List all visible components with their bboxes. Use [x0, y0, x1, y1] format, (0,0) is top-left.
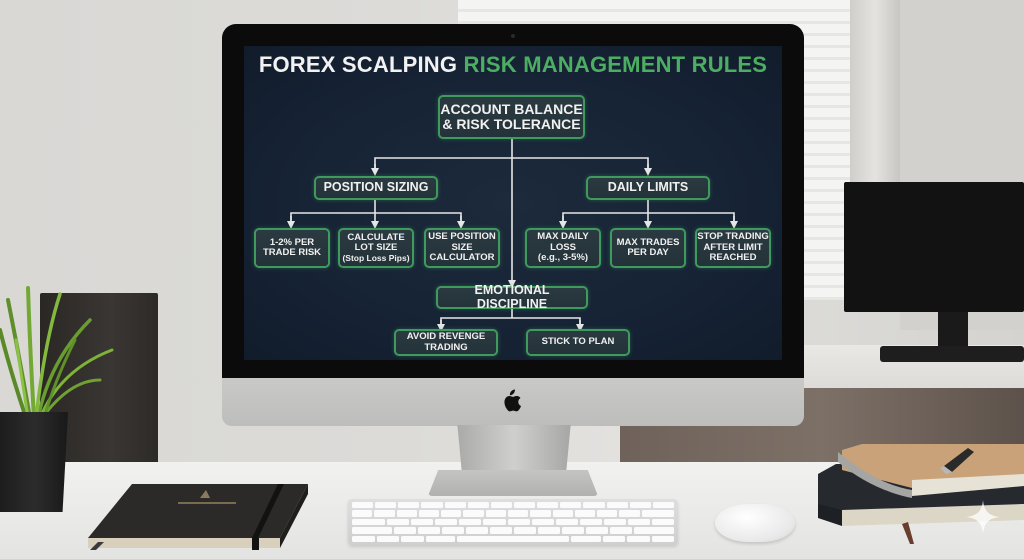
- node-label: AVOID REVENGE: [406, 331, 486, 343]
- node-label: MAX DAILY: [537, 231, 589, 243]
- node-position-sizing: POSITION SIZING: [314, 176, 438, 200]
- node-label: EMOTIONAL DISCIPLINE: [474, 282, 550, 311]
- imac-stand-foot: [428, 470, 598, 496]
- node-account-balance: ACCOUNT BALANCE & RISK TOLERANCE: [438, 95, 585, 139]
- sparkle-icon: [966, 500, 1000, 534]
- node-label: REACHED: [709, 252, 757, 264]
- keyboard: [348, 499, 678, 545]
- diagram-title: FOREX SCALPING RISK MANAGEMENT RULES: [244, 52, 782, 78]
- node-label: DAILY LIMITS: [607, 180, 689, 195]
- notebook: [88, 484, 308, 550]
- node-label: CALCULATOR: [429, 252, 495, 264]
- background-monitor-base: [880, 346, 1024, 362]
- node-daily-limits: DAILY LIMITS: [586, 176, 710, 200]
- node-label: & RISK TOLERANCE: [442, 116, 581, 132]
- node-label: 1-2% PER: [269, 236, 315, 248]
- plant-pot: [0, 412, 68, 512]
- node-label: ACCOUNT BALANCE: [440, 100, 583, 117]
- imac-stand: [457, 425, 571, 475]
- node-label: TRADE RISK: [262, 247, 322, 258]
- node-label: (Stop Loss Pips): [342, 252, 410, 263]
- node-label: STICK TO PLAN: [541, 336, 615, 348]
- plant-icon: [0, 286, 114, 420]
- mouse: [715, 504, 795, 542]
- node-emotional-discipline: EMOTIONAL DISCIPLINE: [436, 282, 588, 311]
- background-monitor-stand: [938, 312, 968, 348]
- node-label: SIZE: [451, 241, 473, 253]
- title-white: FOREX SCALPING: [258, 52, 458, 77]
- node-label: LOT SIZE: [354, 242, 398, 254]
- node-stop-trading-after-limit: STOP TRADING AFTER LIMIT REACHED: [695, 228, 771, 268]
- node-max-trades-per-day: MAX TRADES PER DAY: [610, 228, 686, 268]
- background-monitor: [844, 182, 1024, 312]
- apple-logo-icon: [504, 389, 521, 412]
- node-max-daily-loss: MAX DAILY LOSS (e.g., 3-5%): [525, 228, 601, 268]
- node-label: MAX TRADES: [616, 236, 680, 248]
- node-label: POSITION SIZING: [323, 180, 429, 195]
- connector-lines: [287, 138, 738, 332]
- node-label: (e.g., 3-5%): [537, 252, 589, 264]
- node-1-2-per-trade-risk: 1-2% PER TRADE RISK: [254, 228, 330, 268]
- camera-icon: [511, 34, 515, 38]
- node-label: CALCULATE: [347, 231, 405, 243]
- node-label: USE POSITION: [428, 231, 496, 243]
- node-label: PER DAY: [627, 247, 669, 258]
- node-label: STOP TRADING: [697, 231, 769, 243]
- title-green: RISK MANAGEMENT RULES: [463, 52, 768, 77]
- screen: FOREX SCALPING RISK MANAGEMENT RULES: [244, 46, 782, 360]
- node-label: LOSS: [550, 241, 576, 253]
- node-calculate-lot-size: CALCULATE LOT SIZE (Stop Loss Pips): [338, 228, 414, 268]
- node-use-position-size-calculator: USE POSITION SIZE CALCULATOR: [424, 228, 500, 268]
- node-label: AFTER LIMIT: [703, 241, 763, 253]
- node-avoid-revenge-trading: AVOID REVENGE TRADING: [394, 329, 498, 356]
- node-stick-to-plan: STICK TO PLAN: [526, 329, 630, 356]
- node-label: TRADING: [424, 341, 468, 353]
